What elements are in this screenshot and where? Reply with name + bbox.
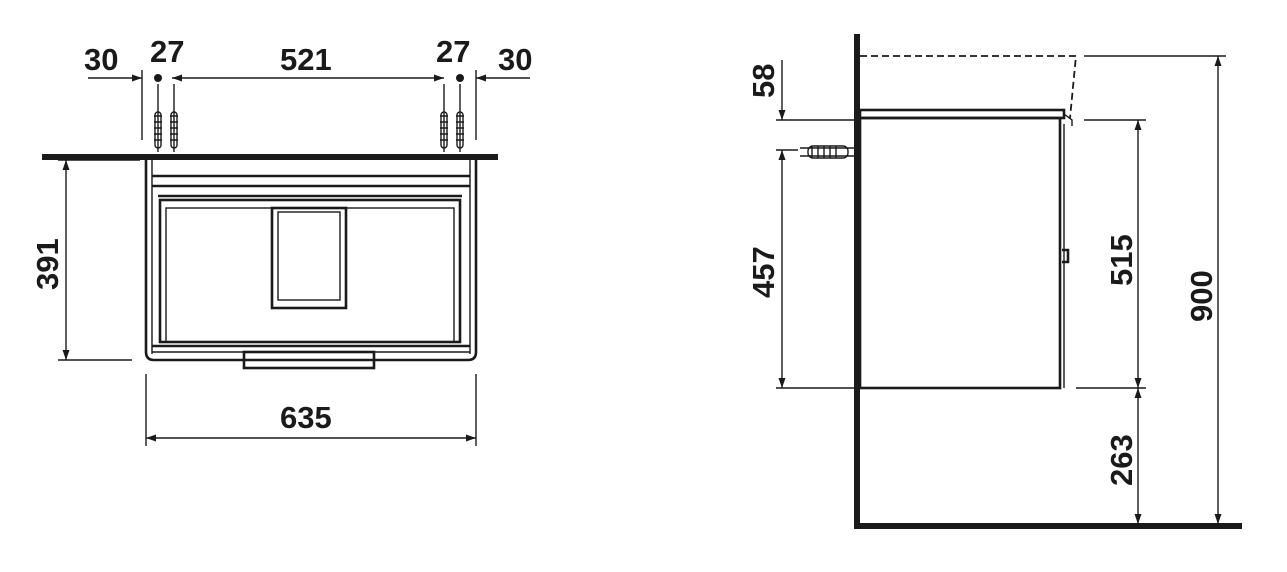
dim-floor-clearance: 263 xyxy=(1104,434,1139,486)
dim-body-height: 515 xyxy=(1104,234,1139,286)
dim-height: 391 xyxy=(30,238,65,290)
dim-bracket-spacing: 521 xyxy=(280,42,332,77)
dim-width: 635 xyxy=(280,400,332,435)
dim-total-height: 900 xyxy=(1184,270,1219,322)
drawer-handle xyxy=(242,350,376,370)
height-dimension xyxy=(58,159,140,361)
dim-bracket-right: 27 xyxy=(436,34,470,69)
siphon-cutout xyxy=(270,206,348,310)
basin-outline xyxy=(860,55,1077,119)
wall-bolt xyxy=(800,145,856,159)
right-dimension-chain xyxy=(1076,55,1226,524)
wall-bracket-left xyxy=(154,84,178,152)
cabinet-body xyxy=(144,160,478,362)
side-cabinet xyxy=(858,116,1062,390)
drawer-frame xyxy=(158,198,462,344)
wall-bracket-right xyxy=(440,84,464,152)
side-view: 58 457 515 263 900 xyxy=(746,34,1242,529)
dim-wall-offset-left: 30 xyxy=(84,42,118,77)
dim-bracket-left: 27 xyxy=(150,34,184,69)
bracket-center-dot xyxy=(456,74,464,82)
front-view: 30 27 521 27 30 391 635 xyxy=(30,34,532,446)
left-dimension-chain xyxy=(776,60,858,389)
top-dimension-chain xyxy=(88,70,530,140)
basin-top xyxy=(42,154,498,160)
dim-wall-offset-right: 30 xyxy=(498,42,532,77)
dim-mount-height: 457 xyxy=(746,246,781,298)
dim-top-offset: 58 xyxy=(746,64,781,98)
width-dimension xyxy=(145,374,477,446)
bracket-center-dot xyxy=(154,74,162,82)
